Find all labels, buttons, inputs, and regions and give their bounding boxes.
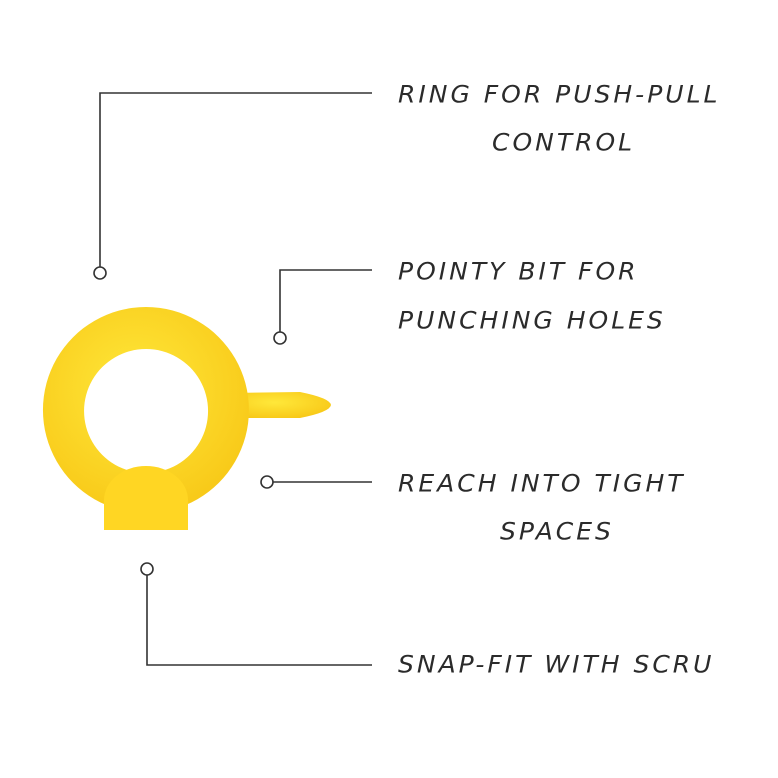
- callout-reach-line1: REACH INTO TIGHT: [398, 469, 686, 498]
- callout-pointy-line1: POINTY BIT FOR: [398, 257, 639, 286]
- leader-lines: [93, 92, 372, 666]
- callout-pointy-line2: PUNCHING HOLES: [398, 306, 666, 335]
- leader-dot-reach: [260, 475, 274, 489]
- callout-ring-line1: RING FOR PUSH-PULL: [398, 80, 721, 109]
- yellow-ring-tool: [42, 307, 331, 530]
- callout-snap-line1: SNAP-FIT WITH SCRU: [398, 650, 715, 679]
- leader-line-pointy: [279, 269, 372, 332]
- leader-dot-snap: [140, 562, 154, 576]
- callout-reach-line2: SPACES: [500, 517, 614, 546]
- ring: [42, 307, 249, 513]
- callout-ring-line2: CONTROL: [492, 128, 636, 157]
- leader-dot-pointy: [273, 331, 287, 345]
- leader-line-ring: [99, 92, 372, 267]
- leader-line-snap: [146, 575, 372, 666]
- leader-dot-ring: [93, 266, 107, 280]
- pointy-bit: [228, 392, 331, 418]
- snap-fit-base: [104, 466, 188, 530]
